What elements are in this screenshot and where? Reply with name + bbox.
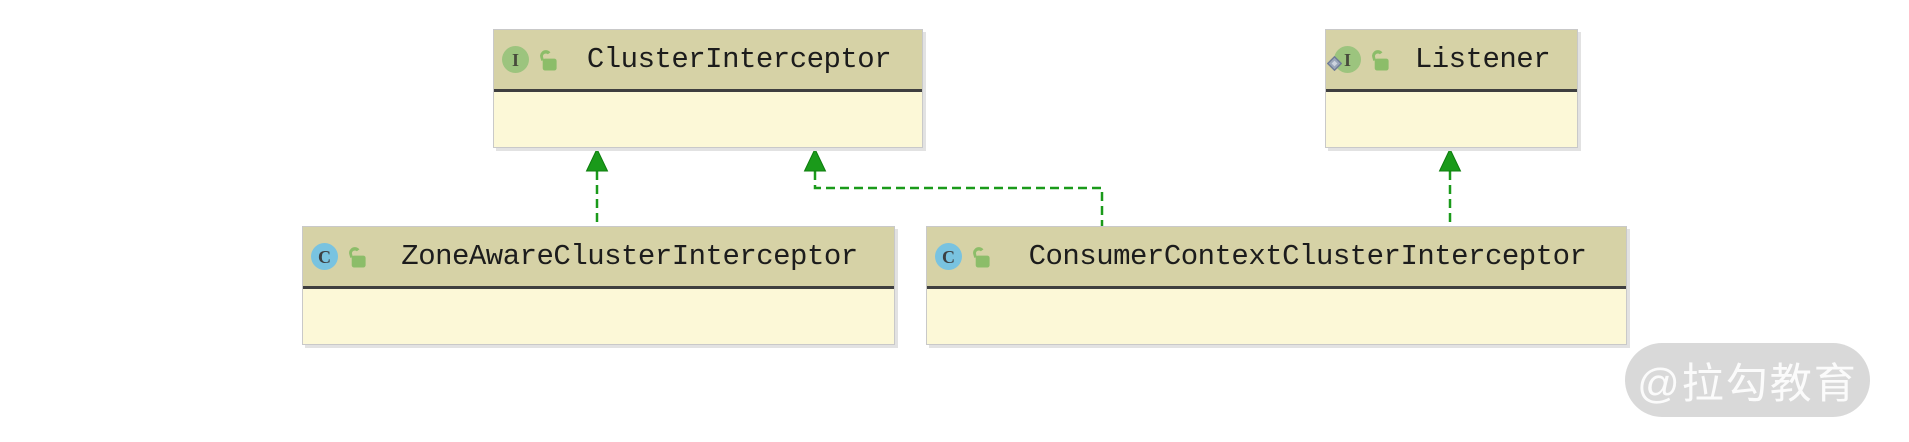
- watermark-badge: @拉勾教育: [1625, 343, 1870, 417]
- class-icon: C: [935, 243, 962, 270]
- class-icon: C: [311, 243, 338, 270]
- node-header: C ZoneAwareClusterInterceptor: [303, 227, 894, 289]
- node-body: [303, 289, 894, 342]
- edge-consumercontext-to-clusterinterceptor: [813, 171, 1104, 226]
- arrowhead-icon: [803, 147, 827, 172]
- node-title: ConsumerContextClusterInterceptor: [1028, 240, 1587, 273]
- node-title: ClusterInterceptor: [586, 43, 892, 76]
- node-header: I Listener: [1326, 30, 1577, 92]
- node-title: Listener: [1414, 43, 1551, 76]
- node-zone-aware-cluster-interceptor[interactable]: C ZoneAwareClusterInterceptor: [302, 226, 895, 345]
- node-body: [1326, 92, 1577, 145]
- node-body: [494, 92, 922, 145]
- unlocked-padlock-icon: [536, 47, 559, 73]
- interface-icon: I: [1326, 46, 1361, 73]
- svg-text:C: C: [942, 247, 955, 267]
- node-cluster-interceptor[interactable]: I ClusterInterceptor: [493, 29, 923, 148]
- node-body: [927, 289, 1626, 342]
- unlocked-padlock-icon: [1368, 47, 1391, 73]
- svg-text:C: C: [318, 247, 331, 267]
- watermark-text: @拉勾教育: [1637, 359, 1858, 407]
- svg-text:I: I: [512, 50, 519, 70]
- node-header: C ConsumerContextClusterInterceptor: [927, 227, 1626, 289]
- node-consumer-context-cluster-interceptor[interactable]: C ConsumerContextClusterInterceptor: [926, 226, 1627, 345]
- arrowhead-icon: [1438, 147, 1462, 172]
- unlocked-padlock-icon: [969, 244, 992, 270]
- unlocked-padlock-icon: [345, 244, 368, 270]
- node-title: ZoneAwareClusterInterceptor: [401, 240, 858, 273]
- arrowhead-icon: [585, 147, 609, 172]
- node-header: I ClusterInterceptor: [494, 30, 922, 92]
- interface-icon: I: [502, 46, 529, 73]
- node-listener[interactable]: I Listener: [1325, 29, 1578, 148]
- svg-text:I: I: [1344, 50, 1351, 70]
- library-diamond-icon: [1326, 55, 1343, 76]
